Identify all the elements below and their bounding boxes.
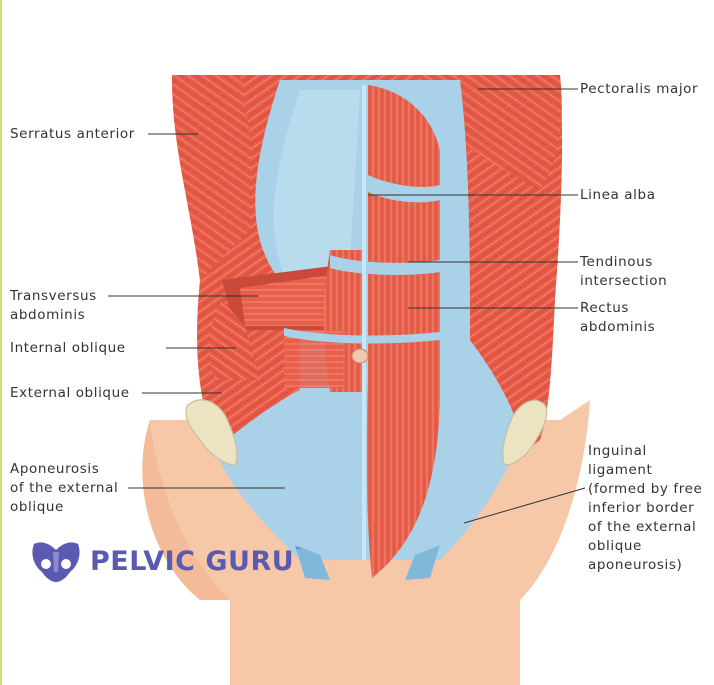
leader-lines	[108, 88, 586, 524]
inguinal-left	[295, 545, 330, 580]
label-internal-oblique: Internal oblique	[10, 340, 126, 356]
inguinal-right	[405, 545, 440, 580]
logo-text: PELVIC GURU	[90, 545, 295, 577]
left-border-line	[0, 0, 2, 685]
skin-hip-left	[142, 420, 230, 600]
label-linea-alba: Linea alba	[580, 187, 656, 203]
navel	[351, 348, 369, 364]
rectus-lower-left	[284, 330, 345, 388]
label-aponeurosis: Aponeurosis of the external oblique	[10, 461, 119, 515]
fascia-highlight	[273, 90, 360, 300]
pelvic-guru-logo: PELVIC GURU ™	[28, 538, 302, 584]
rectus-right	[366, 85, 440, 578]
logo-trademark: ™	[294, 546, 303, 555]
hip-bone-right	[502, 399, 548, 466]
transversus-muscle	[240, 275, 330, 326]
label-transversus-abdominis: Transversus abdominis	[10, 288, 97, 323]
tendinous-intersections	[284, 175, 440, 344]
serratus-anterior-region	[172, 75, 252, 280]
label-inguinal-ligament: Inguinal ligament (formed by free inferi…	[588, 443, 703, 573]
hip-bone-left	[185, 399, 238, 466]
internal-oblique-region	[209, 300, 260, 380]
pelvis-logo-icon	[32, 542, 80, 582]
label-serratus-anterior: Serratus anterior	[10, 126, 135, 142]
label-external-oblique: External oblique	[10, 385, 130, 401]
label-rectus-abdominis: Rectus abdominis	[580, 300, 656, 335]
label-pectoralis-major: Pectoralis major	[580, 81, 699, 97]
label-tendinous-intersection: Tendinous intersection	[580, 254, 668, 289]
